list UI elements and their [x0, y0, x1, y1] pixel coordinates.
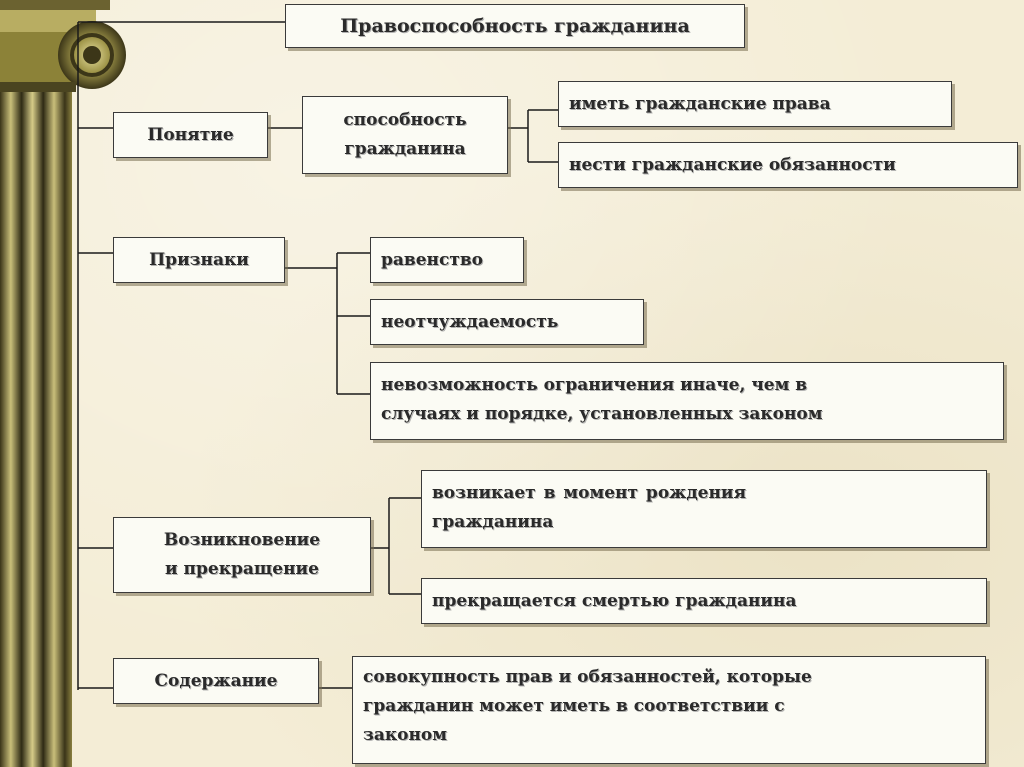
origin-item-death: прекращается смертью гражданина	[421, 578, 987, 624]
category-concept: Понятие	[113, 112, 268, 158]
ionic-column-decoration	[0, 0, 126, 767]
category-content: Содержание	[113, 658, 319, 704]
origin-item-birth: возникает в момент рождения гражданина	[421, 470, 987, 548]
diagram-title: Правоспособность гражданина	[285, 4, 745, 48]
content-description: совокупность прав и обязанностей, которы…	[352, 656, 986, 764]
concept-item-rights: иметь гражданские права	[558, 81, 952, 127]
sign-item-inalienability: неотчуждаемость	[370, 299, 644, 345]
concept-middle-box: способность гражданина	[302, 96, 508, 174]
concept-item-duties: нести гражданские обязанности	[558, 142, 1018, 188]
category-signs: Признаки	[113, 237, 285, 283]
sign-item-restriction: невозможность ограничения иначе, чем в с…	[370, 362, 1004, 440]
category-origin-termination: Возникновение и прекращение	[113, 517, 371, 593]
sign-item-equality: равенство	[370, 237, 524, 283]
